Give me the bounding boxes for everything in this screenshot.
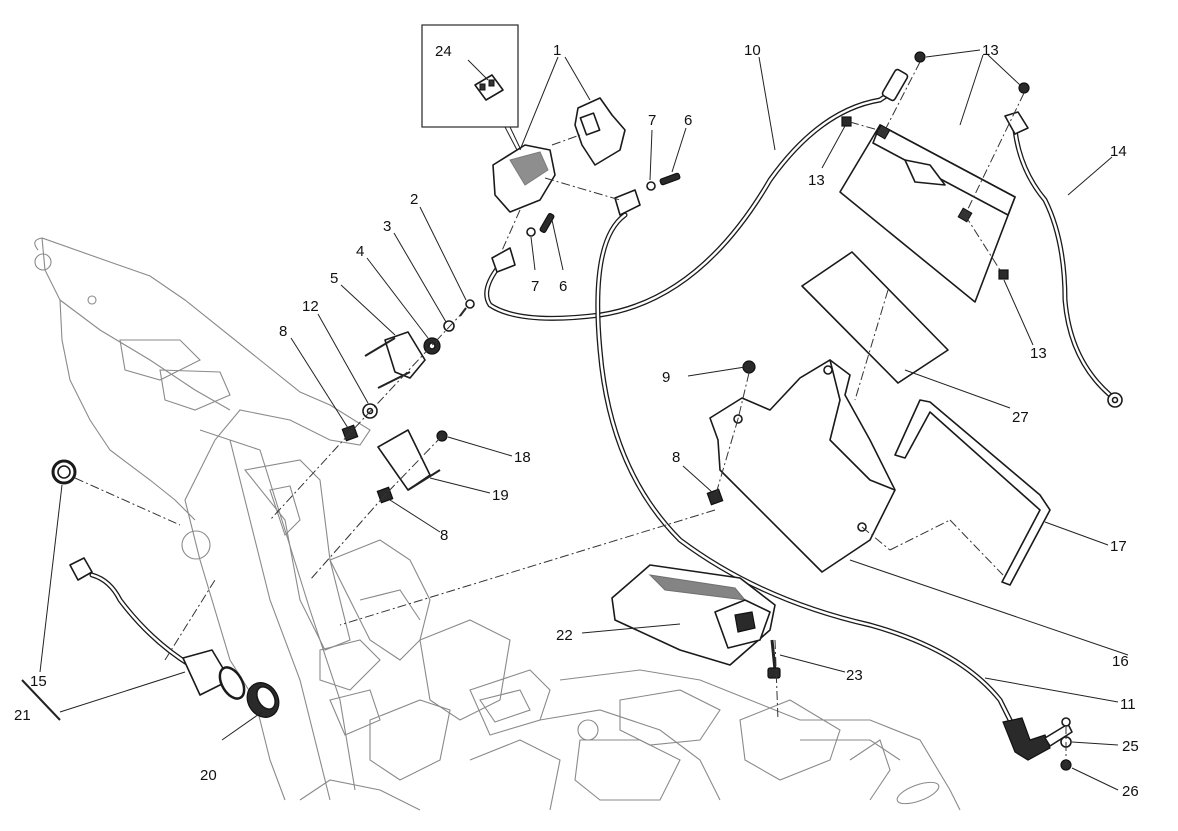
- callout-18: 18: [514, 449, 531, 466]
- callout-24: 24: [435, 43, 452, 60]
- callout-6a: 6: [684, 112, 692, 129]
- callout-23: 23: [846, 667, 863, 684]
- battery: [839, 124, 1016, 303]
- callout-26: 26: [1122, 783, 1139, 800]
- callout-19: 19: [492, 487, 509, 504]
- power-socket: [21, 459, 280, 721]
- starter-cable: [595, 212, 1073, 761]
- callout-8b: 8: [440, 527, 448, 544]
- relay: [492, 97, 626, 213]
- ecu-screw: [767, 639, 781, 679]
- callout-8c: 8: [672, 449, 680, 466]
- callout-6b: 6: [559, 278, 567, 295]
- callout-13b: 13: [808, 172, 825, 189]
- callout-8a: 8: [279, 323, 287, 340]
- assembly-axes: [74, 61, 1067, 765]
- battery-holder: [709, 359, 896, 573]
- callout-21: 21: [14, 707, 31, 724]
- callout-5: 5: [330, 270, 338, 287]
- callout-3: 3: [383, 218, 391, 235]
- fasteners: [341, 51, 1072, 771]
- rubber-pad: [801, 251, 949, 384]
- callout-2: 2: [410, 191, 418, 208]
- callout-13a: 13: [982, 42, 999, 59]
- callout-12: 12: [302, 298, 319, 315]
- callout-17: 17: [1110, 538, 1127, 555]
- callout-15: 15: [30, 673, 47, 690]
- callout-10: 10: [744, 42, 761, 59]
- battery-strap: [894, 399, 1051, 586]
- callout-14: 14: [1110, 143, 1127, 160]
- callout-7b: 7: [531, 278, 539, 295]
- callout-11: 11: [1120, 696, 1136, 713]
- callout-7a: 7: [648, 112, 656, 129]
- leader-lines: [39, 49, 1129, 791]
- callout-labels: 1 2 3 4 5 6 6 7 7 8 8 8 9 10 11 12 13 13…: [14, 42, 1139, 800]
- positive-cable: [484, 68, 909, 321]
- callout-27: 27: [1012, 409, 1029, 426]
- callout-25: 25: [1122, 738, 1139, 755]
- callout-16: 16: [1112, 653, 1129, 670]
- fuse-inset: [421, 24, 521, 151]
- callout-13c: 13: [1030, 345, 1047, 362]
- callout-20: 20: [200, 767, 217, 784]
- callout-4: 4: [356, 243, 364, 260]
- callout-9: 9: [662, 369, 670, 386]
- negative-cable: [1004, 111, 1123, 408]
- callout-1: 1: [553, 42, 561, 59]
- callout-22: 22: [556, 627, 573, 644]
- rear-subframe: [34, 237, 961, 811]
- ecu: [611, 564, 776, 666]
